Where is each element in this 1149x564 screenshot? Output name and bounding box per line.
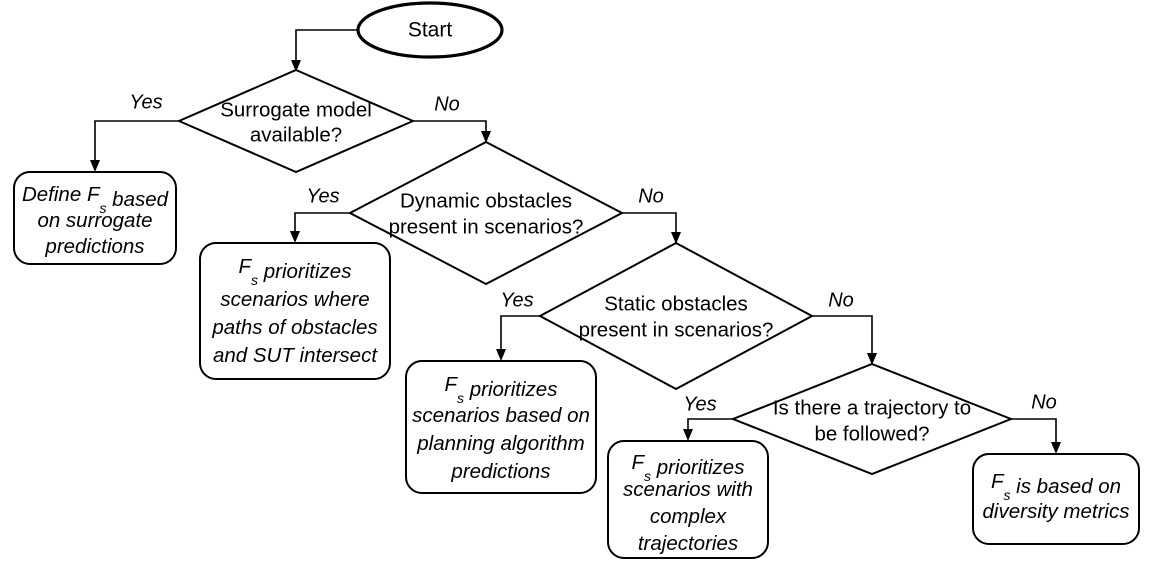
edge-path — [413, 120, 487, 133]
arrow-head-icon — [481, 131, 491, 143]
box-dynamic-line-2: scenarios where — [220, 288, 369, 311]
box-static-rect[interactable] — [405, 360, 597, 494]
arrow-head-icon — [90, 160, 100, 172]
edge-label-static-no: No — [828, 289, 854, 311]
edge-path — [294, 212, 350, 234]
box-dynamic-line-3: paths of obstacles — [211, 316, 377, 339]
node-box-dynamic[interactable]: Fs prioritizes scenarios where paths of … — [199, 242, 391, 380]
edge-label-trajectory-no: No — [1031, 391, 1057, 413]
box-static-line-1: Fs prioritizes — [445, 373, 558, 405]
node-box-trajectory-yes[interactable]: Fs prioritizes scenarios with complex tr… — [607, 440, 769, 559]
arrow-head-icon — [496, 349, 506, 361]
box-dynamic-line-1: Fs prioritizes — [239, 255, 352, 287]
box-static-line-3: planning algorithm — [416, 432, 585, 455]
edge-path — [622, 212, 677, 234]
edge-label-surrogate-yes: Yes — [129, 91, 162, 113]
box-surrogate-rect[interactable] — [13, 171, 177, 265]
edge-dynamic-yes — [290, 212, 350, 243]
arrow-head-icon — [1051, 442, 1061, 454]
edge-dynamic-no — [622, 212, 681, 244]
box-surrogate-line-1: Define Fs based — [22, 183, 169, 215]
edge-static-yes — [496, 315, 540, 361]
edge-label-trajectory-yes: Yes — [683, 393, 716, 415]
node-start[interactable]: Start — [356, 1, 504, 59]
decision-surrogate-line-2: available? — [250, 123, 342, 146]
decision-surrogate-diamond[interactable] — [176, 68, 416, 174]
edge-path — [1011, 418, 1057, 445]
edge-label-static-yes: Yes — [500, 289, 533, 311]
node-decision-dynamic[interactable]: Dynamic obstacles present in scenarios? — [347, 140, 625, 286]
decision-dynamic-diamond[interactable] — [347, 140, 625, 286]
decision-static-line-2: present in scenarios? — [579, 318, 774, 341]
box-static-line-2: scenarios based on — [412, 404, 590, 427]
edge-trajectory-yes — [683, 418, 733, 441]
node-decision-static[interactable]: Static obstacles present in scenarios? — [537, 241, 815, 391]
edge-labels-layer: Yes No Yes No Yes No Yes No — [129, 91, 1056, 415]
arrow-head-icon — [867, 353, 877, 365]
edge-label-dynamic-no: No — [638, 185, 664, 207]
box-surrogate-line-2: on surrogate — [37, 209, 152, 232]
box-trajectory-yes-line-1: Fs prioritizes — [632, 451, 745, 483]
edge-path — [812, 315, 873, 355]
edge-path — [500, 315, 540, 352]
box-trajectory-yes-line-2: scenarios with — [623, 478, 753, 501]
connectors-layer — [90, 29, 1061, 454]
decision-static-diamond[interactable] — [537, 241, 815, 391]
edge-static-no — [812, 315, 877, 365]
decision-trajectory-line-2: be followed? — [814, 422, 929, 445]
box-trajectory-yes-rect[interactable] — [607, 440, 769, 559]
edge-path — [94, 120, 179, 163]
edge-surrogate-no — [413, 120, 491, 143]
edge-path — [295, 29, 358, 63]
box-surrogate-line-3: predictions — [44, 235, 144, 258]
decision-trajectory-diamond[interactable] — [730, 362, 1014, 476]
decision-static-line-1: Static obstacles — [604, 292, 748, 315]
decision-dynamic-line-1: Dynamic obstacles — [400, 189, 572, 212]
edge-trajectory-no — [1011, 418, 1061, 454]
edge-start-to-surrogate — [291, 29, 358, 72]
arrow-head-icon — [291, 60, 301, 72]
node-decision-trajectory[interactable]: Is there a trajectory to be followed? — [730, 362, 1014, 476]
box-dynamic-rect[interactable] — [199, 242, 391, 380]
box-trajectory-yes-line-4: trajectories — [638, 532, 738, 555]
decision-surrogate-line-1: Surrogate model — [220, 98, 372, 121]
node-box-surrogate[interactable]: Define Fs based on surrogate predictions — [13, 171, 177, 265]
arrow-head-icon — [671, 232, 681, 244]
decision-dynamic-line-2: present in scenarios? — [389, 215, 584, 238]
box-trajectory-no-line-1: Fs is based on — [991, 470, 1121, 502]
start-label: Start — [408, 19, 453, 42]
edge-label-dynamic-yes: Yes — [306, 185, 339, 207]
edge-path — [687, 418, 733, 432]
arrow-head-icon — [683, 429, 693, 441]
node-decision-surrogate[interactable]: Surrogate model available? — [176, 68, 416, 174]
box-trajectory-yes-line-3: complex — [650, 505, 727, 528]
edge-label-surrogate-no: No — [434, 93, 460, 115]
box-trajectory-no-line-2: diversity metrics — [983, 500, 1130, 523]
box-trajectory-no-rect[interactable] — [972, 453, 1140, 545]
box-static-line-4: predictions — [450, 460, 550, 483]
node-box-static[interactable]: Fs prioritizes scenarios based on planni… — [405, 360, 597, 494]
arrow-head-icon — [290, 231, 300, 243]
edge-surrogate-yes — [90, 120, 179, 172]
start-ellipse[interactable] — [356, 1, 504, 59]
node-box-trajectory-no[interactable]: Fs is based on diversity metrics — [972, 453, 1140, 545]
decision-trajectory-line-1: Is there a trajectory to — [773, 396, 971, 419]
box-dynamic-line-4: and SUT intersect — [213, 344, 378, 367]
